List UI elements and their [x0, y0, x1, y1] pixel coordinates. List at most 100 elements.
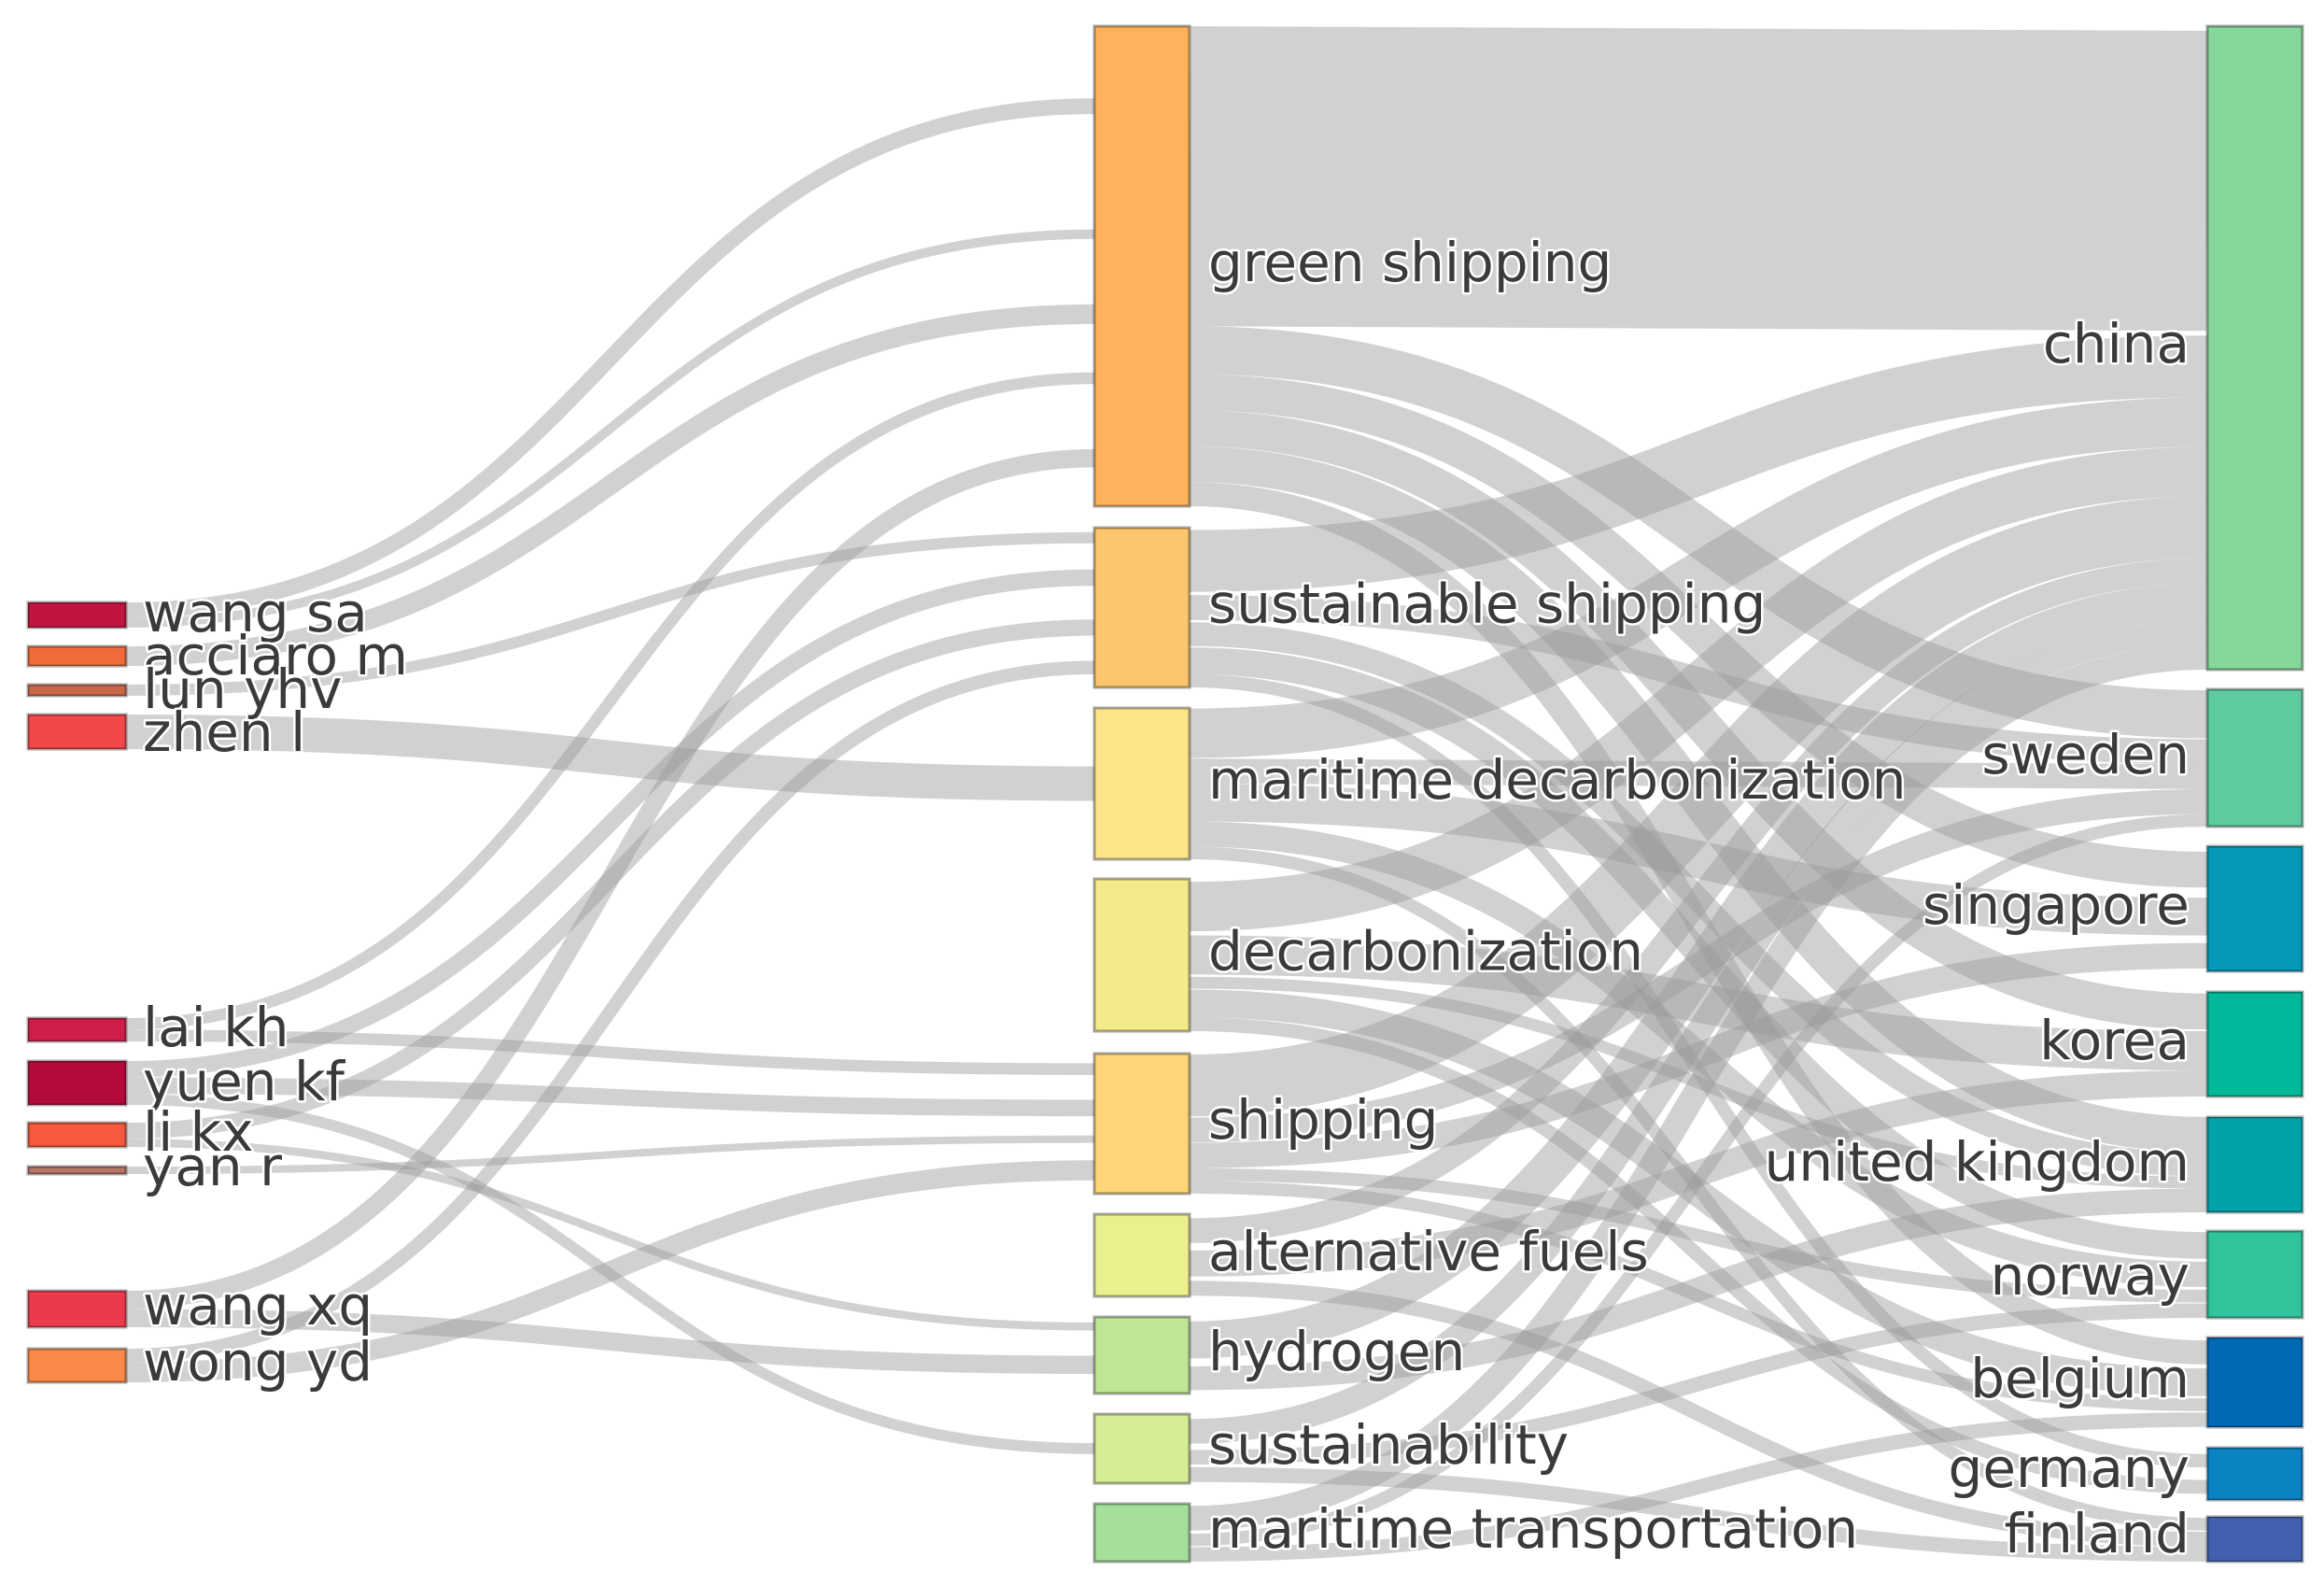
label-shipping: shipping [1208, 1088, 1438, 1152]
link-yuen_kf-to-shipping[interactable] [125, 1077, 1095, 1117]
link-alternative_fuels-to-china[interactable] [1189, 558, 2208, 1243]
link-green_shipping-to-china[interactable] [1189, 26, 2208, 332]
link-sustainable_shipping-to-germany[interactable] [1189, 673, 2208, 1468]
node-alternative-fuels[interactable] [1092, 1212, 1191, 1298]
node-hydrogen[interactable] [1092, 1315, 1191, 1395]
link-wong_yd-to-sustainable_shipping[interactable] [125, 660, 1095, 1363]
node-maritime-transportation[interactable] [1092, 1502, 1191, 1564]
label-lai-kh: lai kh [143, 996, 289, 1059]
label-decarbonization: decarbonization [1208, 920, 1643, 984]
link-wong_yd-to-shipping[interactable] [125, 1160, 1095, 1382]
link-decarbonization-to-china[interactable] [1189, 446, 2208, 932]
node-sustainable-shipping[interactable] [1092, 526, 1191, 689]
label-wang-xq: wang xq [143, 1274, 373, 1337]
link-alternative_fuels-to-finland[interactable] [1189, 1281, 2208, 1547]
link-green_shipping-to-singapore[interactable] [1189, 374, 2208, 888]
node-acciaro-m[interactable] [26, 644, 128, 668]
node-shipping[interactable] [1092, 1052, 1191, 1196]
link-maritime_transportation-to-belgium[interactable] [1189, 1412, 2208, 1562]
link-sustainable_shipping-to-sweden[interactable] [1189, 595, 2208, 765]
node-wang-sa[interactable] [26, 601, 128, 630]
link-sustainable_shipping-to-norway[interactable] [1189, 647, 2208, 1259]
link-maritime_decarbonization-to-norway[interactable] [1189, 821, 2208, 1287]
link-acciaro_m-to-green_shipping[interactable] [125, 304, 1095, 666]
link-sustainability-to-finland[interactable] [1189, 1466, 2208, 1562]
label-lun-yhv: lun yhv [143, 658, 342, 721]
node-germany[interactable] [2205, 1446, 2304, 1502]
label-alternative-fuels: alternative fuels [1208, 1220, 1649, 1283]
link-wang_sa-to-green_shipping[interactable] [125, 229, 1095, 629]
label-korea: korea [2039, 1009, 2190, 1072]
label-wong-yd: wong yd [143, 1330, 373, 1394]
link-shipping-to-sweden[interactable] [1189, 788, 2208, 1143]
link-zhen_l-to-maritime_decarbonization[interactable] [125, 715, 1095, 801]
link-shipping-to-singapore[interactable] [1189, 942, 2208, 1168]
node-singapore[interactable] [2205, 844, 2304, 973]
link-hydrogen-to-china[interactable] [1189, 583, 2208, 1359]
link-lun_yhv-to-sustainable_shipping[interactable] [125, 531, 1095, 696]
node-sustainability[interactable] [1092, 1412, 1191, 1485]
node-belgium[interactable] [2205, 1336, 2304, 1429]
node-decarbonization[interactable] [1092, 877, 1191, 1033]
label-germany: germany [1949, 1436, 2190, 1500]
link-sustainable_shipping-to-united_kingdom[interactable] [1189, 622, 2208, 1177]
link-wang_xq-to-green_shipping[interactable] [125, 448, 1095, 1309]
link-hydrogen-to-united_kingdom[interactable] [1189, 1188, 2208, 1391]
node-maritime-decarbonization[interactable] [1092, 706, 1191, 861]
link-maritime_transportation-to-sweden[interactable] [1189, 814, 2208, 1547]
label-hydrogen: hydrogen [1208, 1320, 1465, 1383]
link-green_shipping-to-united_kingdom[interactable] [1189, 446, 2208, 1153]
link-sustainable_shipping-to-china[interactable] [1189, 335, 2208, 592]
link-green_shipping-to-belgium[interactable] [1189, 482, 2208, 1365]
link-lai_kh-to-green_shipping[interactable] [125, 372, 1095, 1030]
node-wong-yd[interactable] [26, 1347, 128, 1384]
node-yan-r[interactable] [26, 1165, 128, 1176]
node-norway[interactable] [2205, 1229, 2304, 1320]
label-maritime-transportation: maritime transportation [1208, 1497, 1858, 1561]
node-green-shipping[interactable] [1092, 24, 1191, 508]
node-li-kx[interactable] [26, 1121, 128, 1149]
link-sustainability-to-china[interactable] [1189, 620, 2208, 1444]
node-zhen-l[interactable] [26, 713, 128, 751]
link-li_kx-to-sustainable_shipping[interactable] [125, 619, 1095, 1139]
link-maritime_decarbonization-to-sweden[interactable] [1189, 758, 2208, 789]
label-sweden: sweden [1981, 723, 2190, 786]
link-green_shipping-to-korea[interactable] [1189, 410, 2208, 1030]
link-shipping-to-norway[interactable] [1189, 1168, 2208, 1303]
link-maritime_decarbonization-to-singapore[interactable] [1189, 784, 2208, 936]
node-sweden[interactable] [2205, 687, 2304, 828]
link-yan_r-to-shipping[interactable] [125, 1135, 1095, 1174]
node-lun-yhv[interactable] [26, 683, 128, 698]
nodes-layer [26, 24, 2304, 1564]
link-li_kx-to-hydrogen[interactable] [125, 1139, 1095, 1331]
link-wang_xq-to-hydrogen[interactable] [125, 1309, 1095, 1374]
link-lai_kh-to-shipping[interactable] [125, 1029, 1095, 1075]
link-decarbonization-to-united_kingdom[interactable] [1189, 976, 2208, 1189]
link-decarbonization-to-belgium[interactable] [1189, 989, 2208, 1396]
link-maritime_transportation-to-china[interactable] [1189, 644, 2208, 1531]
node-lai-kh[interactable] [26, 1016, 128, 1043]
node-united-kingdom[interactable] [2205, 1115, 2304, 1214]
link-shipping-to-belgium[interactable] [1189, 1181, 2208, 1411]
link-sustainability-to-norway[interactable] [1189, 1303, 2208, 1465]
link-maritime_decarbonization-to-finland[interactable] [1189, 846, 2208, 1531]
link-yuen_kf-to-sustainable_shipping[interactable] [125, 569, 1095, 1078]
node-wang-xq[interactable] [26, 1289, 128, 1329]
link-alternative_fuels-to-korea[interactable] [1189, 1070, 2208, 1277]
link-shipping-to-china[interactable] [1189, 496, 2208, 1117]
link-decarbonization-to-germany[interactable] [1189, 1017, 2208, 1494]
label-acciaro-m: acciaro m [143, 624, 408, 687]
node-korea[interactable] [2205, 990, 2304, 1098]
label-sustainable-shipping: sustainable shipping [1208, 573, 1766, 636]
link-wang_sa-to-green_shipping[interactable] [125, 98, 1095, 618]
node-finland[interactable] [2205, 1515, 2304, 1564]
link-yuen_kf-to-sustainability[interactable] [125, 1094, 1095, 1454]
label-sustainability: sustainability [1208, 1413, 1569, 1477]
node-yuen-kf[interactable] [26, 1059, 128, 1107]
link-green_shipping-to-sweden[interactable] [1189, 326, 2208, 739]
link-maritime_decarbonization-to-china[interactable] [1189, 397, 2208, 758]
node-china[interactable] [2205, 24, 2304, 672]
link-decarbonization-to-korea[interactable] [1189, 935, 2208, 1070]
